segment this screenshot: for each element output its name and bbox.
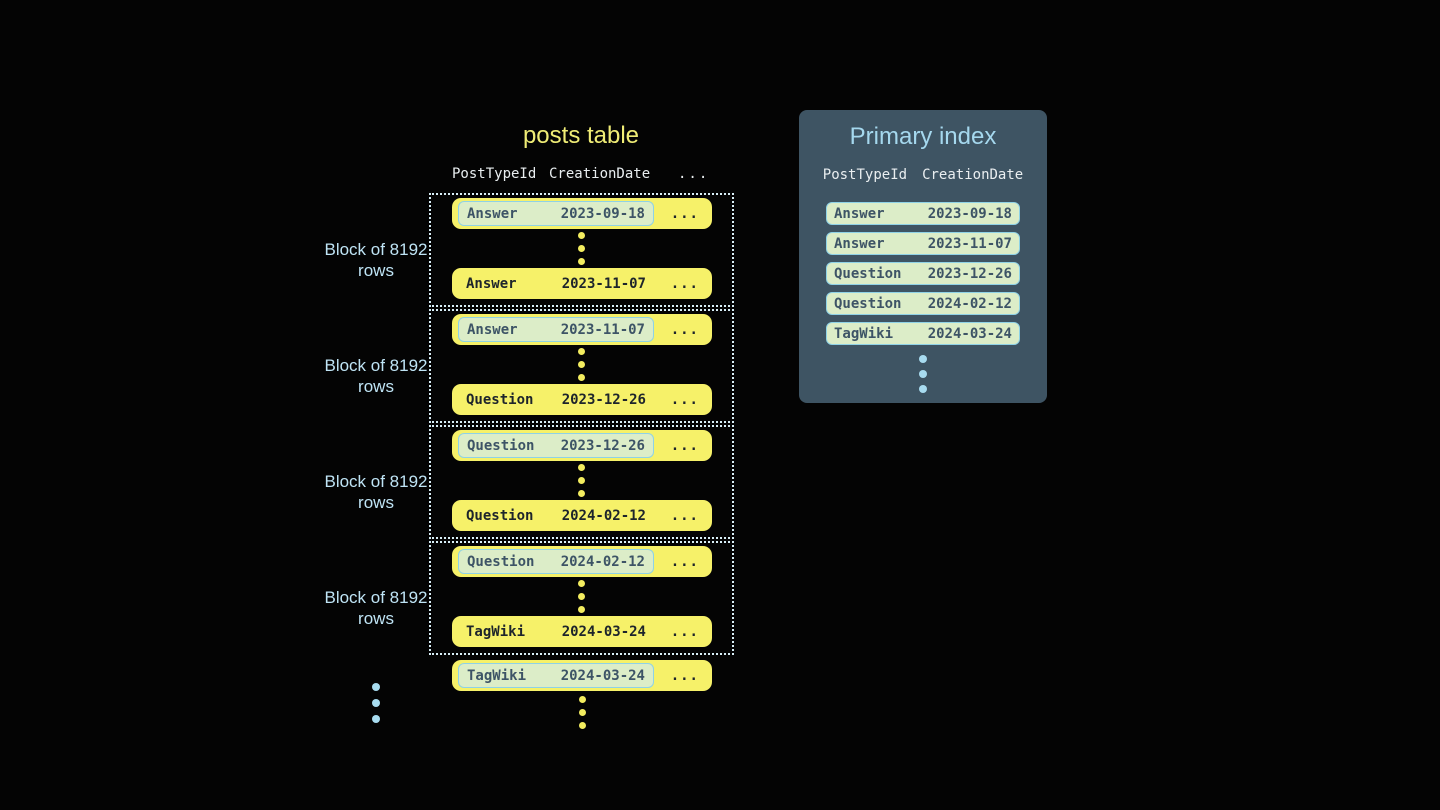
block-label-3: Block of 8192 rows xyxy=(324,472,428,512)
row-values: Question 2024-02-12 xyxy=(458,508,654,524)
column-posttypeid: PostTypeId xyxy=(452,166,537,182)
row-ellipsis: ... xyxy=(670,507,699,524)
column-creationdate: CreationDate xyxy=(922,167,1024,183)
table-continuation-dots xyxy=(452,696,712,729)
entry-creationdate: 2024-03-24 xyxy=(927,325,1012,342)
row-values: TagWiki 2024-03-24 xyxy=(458,624,654,640)
row-creationdate: 2023-11-07 xyxy=(561,275,646,292)
entry-creationdate: 2024-02-12 xyxy=(927,295,1012,312)
table-row: Question 2024-02-12 ... xyxy=(452,500,712,531)
rows-ellipsis-dots xyxy=(431,348,732,381)
row-ellipsis: ... xyxy=(670,391,699,408)
row-ellipsis: ... xyxy=(670,553,699,570)
row-posttypeid: TagWiki xyxy=(466,623,526,640)
row-ellipsis: ... xyxy=(670,321,699,338)
column-posttypeid: PostTypeId xyxy=(822,167,908,183)
row-creationdate: 2023-09-18 xyxy=(560,205,645,222)
row-posttypeid: Answer xyxy=(467,321,518,338)
primary-index-panel: Primary index PostTypeId CreationDate An… xyxy=(799,110,1047,403)
row-creationdate: 2024-03-24 xyxy=(560,667,645,684)
index-entry: Question 2024-02-12 xyxy=(826,292,1020,315)
rows-ellipsis-dots xyxy=(431,464,732,497)
primary-index-entries: Answer 2023-09-18 Answer 2023-11-07 Ques… xyxy=(826,202,1020,345)
row-values: Answer 2023-11-07 xyxy=(458,276,654,292)
table-row: Question 2023-12-26 ... xyxy=(452,384,712,415)
table-row: Question 2024-02-12 ... xyxy=(452,546,712,577)
primary-index-title: Primary index xyxy=(849,123,997,150)
row-posttypeid: Question xyxy=(467,553,535,570)
row-posttypeid: Question xyxy=(466,391,534,408)
column-creationdate: CreationDate xyxy=(549,166,651,182)
primary-index-column-header: PostTypeId CreationDate xyxy=(799,167,1047,183)
row-creationdate: 2023-12-26 xyxy=(561,391,646,408)
row-values: Question 2023-12-26 xyxy=(458,392,654,408)
table-row: Answer 2023-11-07 ... xyxy=(452,314,712,345)
block-2: Answer 2023-11-07 ... Question 2023-12-2… xyxy=(429,309,734,423)
highlighted-row-values: Answer 2023-11-07 xyxy=(458,317,654,342)
entry-creationdate: 2023-09-18 xyxy=(927,205,1012,222)
highlighted-row-values: Answer 2023-09-18 xyxy=(458,201,654,226)
entry-posttypeid: Question xyxy=(834,295,902,312)
table-row: Answer 2023-11-07 ... xyxy=(452,268,712,299)
table-row: TagWiki 2024-03-24 ... xyxy=(452,616,712,647)
row-creationdate: 2023-12-26 xyxy=(560,437,645,454)
column-more: ... xyxy=(678,166,710,182)
index-entry: TagWiki 2024-03-24 xyxy=(826,322,1020,345)
row-ellipsis: ... xyxy=(670,205,699,222)
table-row: Answer 2023-09-18 ... xyxy=(452,198,712,229)
posts-table-column-header: PostTypeId CreationDate ... xyxy=(452,166,732,186)
row-posttypeid: Answer xyxy=(466,275,517,292)
row-posttypeid: TagWiki xyxy=(467,667,527,684)
block-label-1: Block of 8192 rows xyxy=(324,240,428,280)
entry-posttypeid: Question xyxy=(834,265,902,282)
row-posttypeid: Answer xyxy=(467,205,518,222)
row-posttypeid: Question xyxy=(467,437,535,454)
entry-posttypeid: Answer xyxy=(834,205,885,222)
blocks-continuation-dots xyxy=(316,683,436,723)
entry-creationdate: 2023-12-26 xyxy=(927,265,1012,282)
row-ellipsis: ... xyxy=(670,437,699,454)
entry-posttypeid: Answer xyxy=(834,235,885,252)
row-creationdate: 2024-03-24 xyxy=(561,623,646,640)
index-continuation-dots xyxy=(799,355,1047,393)
index-entry: Answer 2023-09-18 xyxy=(826,202,1020,225)
block-4: Question 2024-02-12 ... TagWiki 2024-03-… xyxy=(429,541,734,655)
index-entry: Answer 2023-11-07 xyxy=(826,232,1020,255)
table-row: Question 2023-12-26 ... xyxy=(452,430,712,461)
block-1: Answer 2023-09-18 ... Answer 2023-11-07 … xyxy=(429,193,734,307)
block-label-2: Block of 8192 rows xyxy=(324,356,428,396)
row-posttypeid: Question xyxy=(466,507,534,524)
row-creationdate: 2024-02-12 xyxy=(561,507,646,524)
row-creationdate: 2024-02-12 xyxy=(560,553,645,570)
entry-creationdate: 2023-11-07 xyxy=(927,235,1012,252)
posts-table-title: posts table xyxy=(522,122,640,149)
highlighted-row-values: TagWiki 2024-03-24 xyxy=(458,663,654,688)
highlighted-row-values: Question 2023-12-26 xyxy=(458,433,654,458)
block-label-4: Block of 8192 rows xyxy=(324,588,428,628)
row-ellipsis: ... xyxy=(670,623,699,640)
highlighted-row-values: Question 2024-02-12 xyxy=(458,549,654,574)
rows-ellipsis-dots xyxy=(431,580,732,613)
block-3: Question 2023-12-26 ... Question 2024-02… xyxy=(429,425,734,539)
table-row-next-block: TagWiki 2024-03-24 ... xyxy=(452,660,712,691)
row-ellipsis: ... xyxy=(670,275,699,292)
row-ellipsis: ... xyxy=(670,667,699,684)
entry-posttypeid: TagWiki xyxy=(834,325,894,342)
rows-ellipsis-dots xyxy=(431,232,732,265)
row-creationdate: 2023-11-07 xyxy=(560,321,645,338)
index-entry: Question 2023-12-26 xyxy=(826,262,1020,285)
